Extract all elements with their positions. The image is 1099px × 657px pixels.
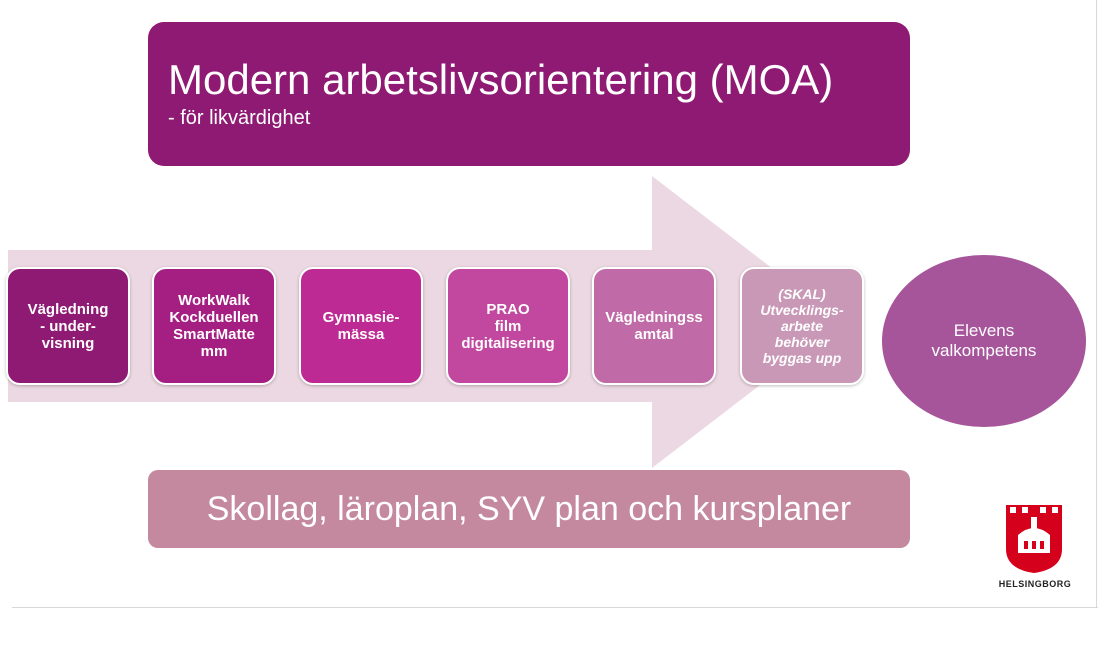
page-title: Modern arbetslivsorientering (MOA) (168, 56, 834, 103)
logo-text: HELSINGBORG (998, 579, 1072, 589)
step-vagledningssamtal: Vägledningssamtal (592, 267, 716, 385)
step-label: PRAO film digitalisering (461, 300, 555, 352)
step-label: (SKAL) Utvecklings- arbete behöver bygga… (760, 286, 844, 366)
page-subtitle: - för likvärdighet (168, 107, 311, 129)
goal-label: Elevens valkompetens (931, 321, 1037, 360)
step-label: WorkWalk Kockduellen SmartMatte mm (169, 292, 259, 360)
foundation-box: Skollag, läroplan, SYV plan och kursplan… (148, 470, 910, 548)
title-box: Modern arbetslivsorientering (MOA) - för… (148, 22, 910, 166)
step-skal: (SKAL) Utvecklings- arbete behöver bygga… (740, 267, 864, 385)
right-divider (1096, 0, 1097, 607)
helsingborg-logo-icon (1006, 505, 1062, 573)
goal-circle: Elevens valkompetens (882, 255, 1086, 427)
bottom-divider (12, 607, 1098, 608)
step-label: Vägledning - under- visning (27, 300, 109, 352)
step-prao: PRAO film digitalisering (446, 267, 570, 385)
step-label: Vägledningssamtal (605, 309, 703, 343)
foundation-label: Skollag, läroplan, SYV plan och kursplan… (206, 489, 852, 528)
step-workwalk: WorkWalk Kockduellen SmartMatte mm (152, 267, 276, 385)
step-label: Gymnasie- mässa (322, 309, 400, 343)
step-vagledning-undervisning: Vägledning - under- visning (6, 267, 130, 385)
step-gymnasiemassa: Gymnasie- mässa (299, 267, 423, 385)
